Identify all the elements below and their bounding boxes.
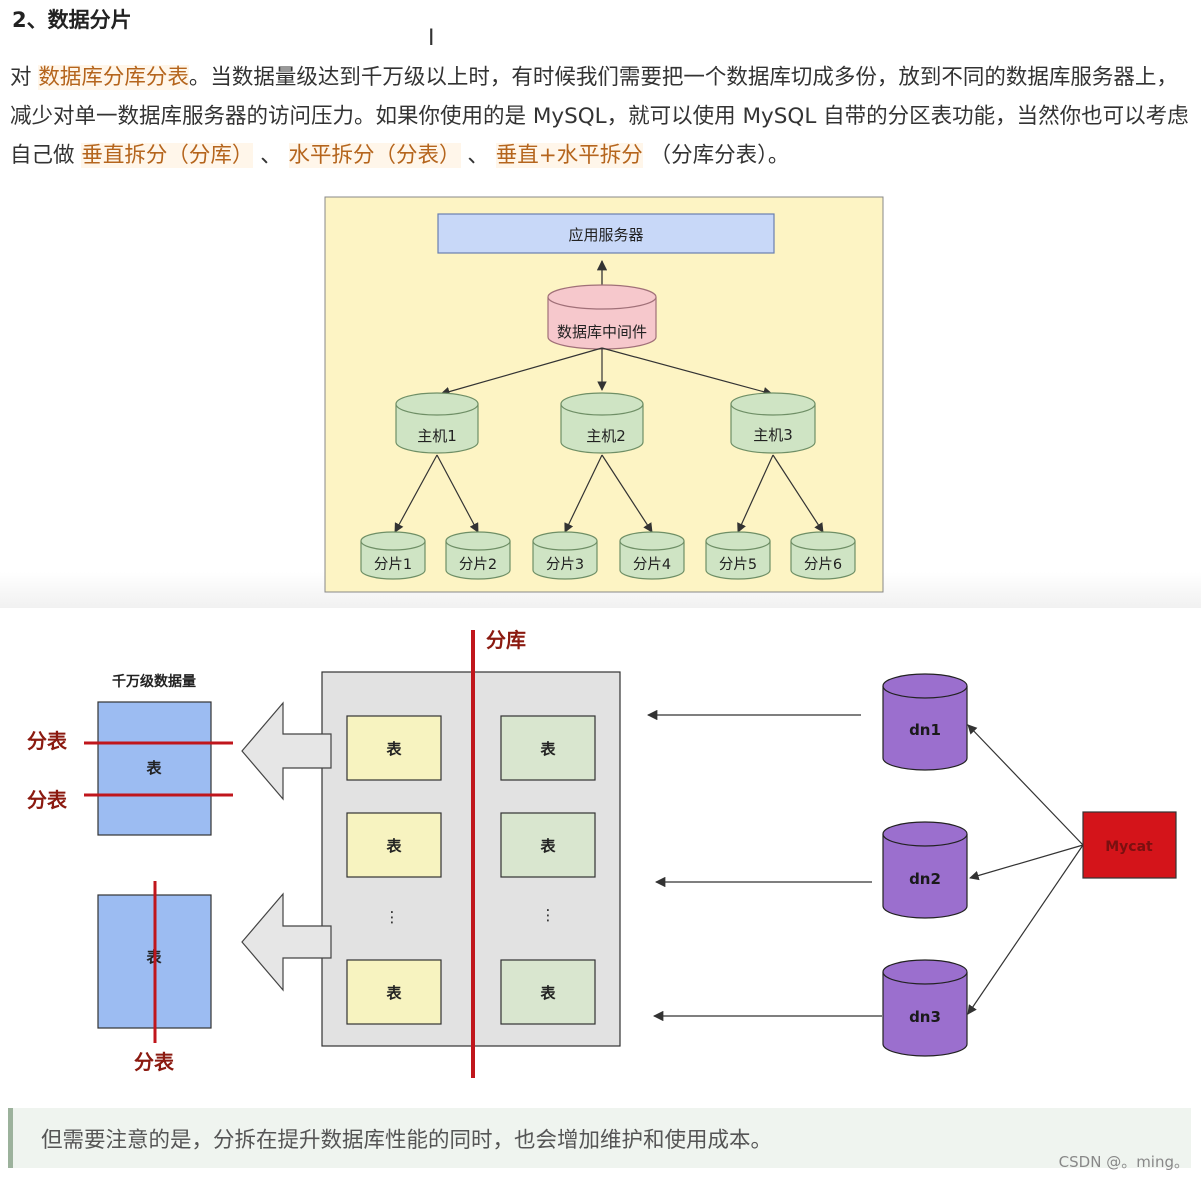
table-box	[346, 715, 442, 781]
table-label: 表	[540, 837, 556, 855]
shard-label-2: 分片2	[459, 556, 497, 573]
fenbiao-label: 分表	[27, 788, 68, 812]
fenbiao-label: 分表	[134, 1050, 175, 1074]
intro-paragraph: 对 数据库分库分表。当数据量级达到千万级以上时，有时候我们需要把一个数据库切成多…	[10, 58, 1190, 175]
watermark: CSDN @。ming。	[1058, 1153, 1189, 1171]
table-label: 表	[146, 759, 162, 777]
highlight-horizontal-split: 水平拆分（分表）	[288, 143, 461, 168]
table-label: 表	[386, 984, 402, 1002]
section-heading: 2、数据分片	[12, 8, 132, 32]
table-box	[500, 959, 596, 1025]
shard-label-5: 分片5	[719, 556, 757, 573]
shard-label-1: 分片1	[374, 556, 412, 573]
middleware-cylinder	[547, 284, 657, 350]
dn2-label: dn2	[909, 870, 941, 888]
middleware-label: 数据库中间件	[557, 323, 647, 341]
mycat-label: Mycat	[1105, 839, 1153, 855]
left-arrow-shape	[241, 701, 332, 801]
highlight-sharding: 数据库分库分表	[38, 65, 189, 90]
table-label: 表	[540, 740, 556, 758]
shard-label-4: 分片4	[633, 556, 671, 573]
shard-cylinder-5	[705, 531, 771, 580]
table-box	[500, 715, 596, 781]
mycat-box	[1082, 811, 1177, 879]
dn2-cylinder	[882, 821, 968, 919]
sharding-architecture-diagram: 应用服务器 数据库中间件 主机1 主机2 主机3	[324, 196, 884, 593]
para-text: 、	[253, 143, 289, 168]
host-label-2: 主机2	[586, 427, 626, 445]
shard-label-3: 分片3	[546, 556, 584, 573]
dn3-cylinder	[882, 959, 968, 1057]
highlight-combined-split: 垂直+水平拆分	[495, 143, 643, 168]
note-blockquote: 但需要注意的是，分拆在提升数据库性能的同时，也会增加维护和使用成本。	[8, 1108, 1191, 1168]
ellipsis: ⋮	[541, 906, 556, 924]
para-text: （分库分表）。	[642, 143, 790, 168]
host-cylinder-2	[560, 392, 644, 454]
shard-cylinder-6	[790, 531, 856, 580]
host-label-3: 主机3	[753, 426, 793, 444]
dn1-label: dn1	[909, 721, 941, 739]
ellipsis: ⋮	[385, 908, 400, 926]
note-text: 但需要注意的是，分拆在提升数据库性能的同时，也会增加维护和使用成本。	[41, 1128, 773, 1153]
host-label-1: 主机1	[417, 427, 457, 445]
text-cursor-icon: I	[428, 26, 435, 51]
shard-cylinder-4	[619, 531, 685, 580]
dn1-cylinder	[882, 673, 968, 771]
highlight-vertical-split: 垂直拆分（分库）	[81, 143, 254, 168]
para-text: 、	[460, 143, 496, 168]
table-label: 表	[386, 837, 402, 855]
dn3-label: dn3	[909, 1008, 941, 1026]
fenku-label: 分库	[486, 628, 526, 652]
horizontal-split-table	[97, 701, 212, 836]
app-server-box	[437, 213, 775, 254]
host-cylinder-1	[395, 392, 479, 454]
table-label: 表	[540, 984, 556, 1002]
host-cylinder-3	[730, 392, 816, 454]
shard-cylinder-2	[445, 531, 511, 580]
table-box	[500, 812, 596, 878]
app-server-label: 应用服务器	[568, 226, 643, 244]
table-box	[346, 959, 442, 1025]
para-text: 对	[10, 65, 39, 90]
fenbiao-label: 分表	[27, 729, 68, 753]
shard-cylinder-3	[532, 531, 598, 580]
shard-label-6: 分片6	[804, 556, 842, 573]
table-box	[346, 812, 442, 878]
table-column-left: 表 表 ⋮ 表	[346, 715, 442, 1025]
table-label: 表	[386, 740, 402, 758]
shard-cylinder-1	[360, 531, 426, 580]
table-column-right: 表 表 ⋮ 表	[500, 715, 596, 1025]
left-arrow-shape	[241, 892, 332, 992]
para-text: 。当数据量级达到千万级以上时，有时候我们需要把一个数据库切成多份，放到不同的数据…	[10, 65, 1189, 168]
data-volume-label: 千万级数据量	[112, 673, 196, 690]
mycat-sharding-diagram: 表 表 ⋮ 表 表 表 ⋮ 表 分库 千万级数据量 表 分表 分表 表	[27, 628, 1177, 1078]
